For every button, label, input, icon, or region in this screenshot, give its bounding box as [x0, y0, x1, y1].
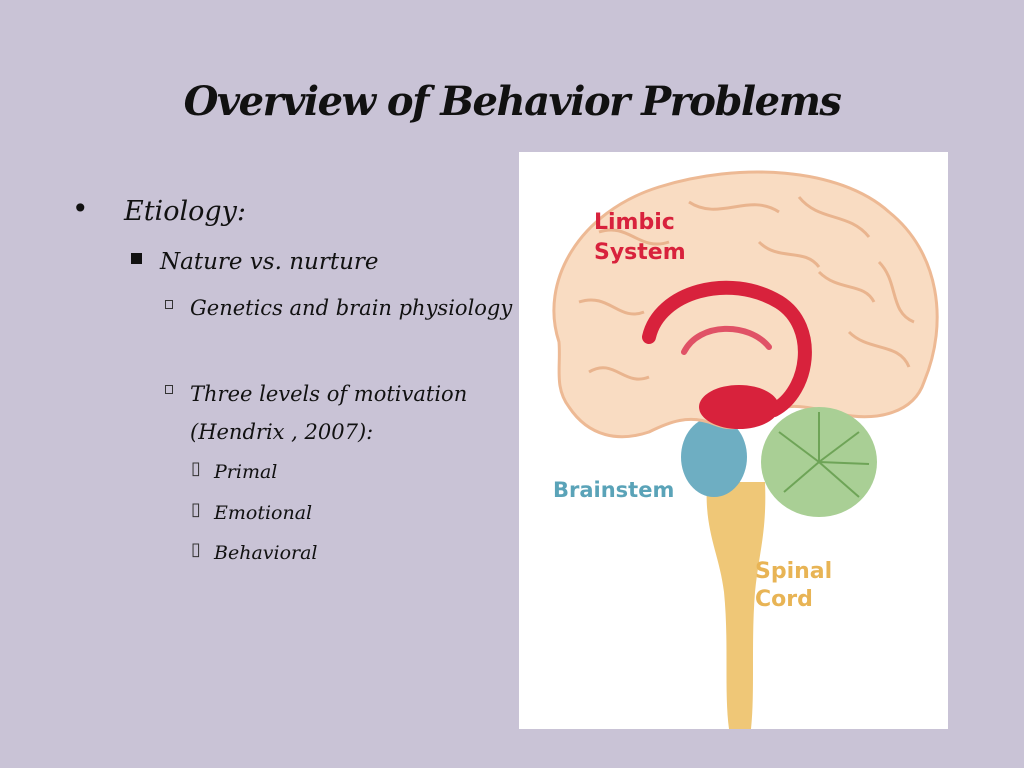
- label-spinal-line2: Cord: [755, 587, 813, 612]
- bullet-primal: Primal: [214, 461, 278, 483]
- brainstem-shape: [681, 417, 747, 497]
- limbic-inner-arc: [681, 325, 772, 355]
- hollow-square-bullet-icon: [165, 385, 173, 394]
- cerebellum-branches: [778, 412, 870, 498]
- chevron-bullet-icon: ▯: [191, 458, 201, 479]
- bullet-dot: •: [72, 192, 89, 225]
- label-limbic-line1: Limbic: [594, 210, 675, 235]
- limbic-system-arc: [642, 280, 812, 417]
- cortex-shape: [552, 170, 939, 439]
- label-spinal-line1: Spinal: [755, 559, 832, 584]
- label-brainstem: Brainstem: [553, 478, 674, 502]
- brain-illustration: Limbic System Brainstem Spinal Cord: [552, 170, 939, 729]
- bullet-three-levels: Three levels of motivation: [190, 382, 468, 406]
- spinal-cord-shape: [706, 482, 766, 729]
- cortex-folds: [578, 196, 915, 381]
- bullet-genetics: Genetics and brain physiology: [190, 296, 513, 320]
- bullet-three-levels-citation: (Hendrix , 2007):: [190, 420, 374, 444]
- bullet-emotional: Emotional: [214, 502, 313, 524]
- bullet-etiology: Etiology:: [124, 196, 246, 227]
- slide-title: Overview of Behavior Problems: [183, 78, 842, 125]
- chevron-bullet-icon: ▯: [191, 499, 201, 520]
- label-limbic-line2: System: [594, 240, 686, 265]
- bullet-nature-nurture: Nature vs. nurture: [160, 249, 379, 275]
- bullet-behavioral: Behavioral: [214, 542, 318, 564]
- brain-diagram: Limbic System Brainstem Spinal Cord: [519, 152, 948, 729]
- hollow-square-bullet-icon: [165, 300, 173, 309]
- chevron-bullet-icon: ▯: [191, 539, 201, 560]
- square-bullet-icon: [131, 253, 142, 264]
- limbic-core: [699, 385, 779, 429]
